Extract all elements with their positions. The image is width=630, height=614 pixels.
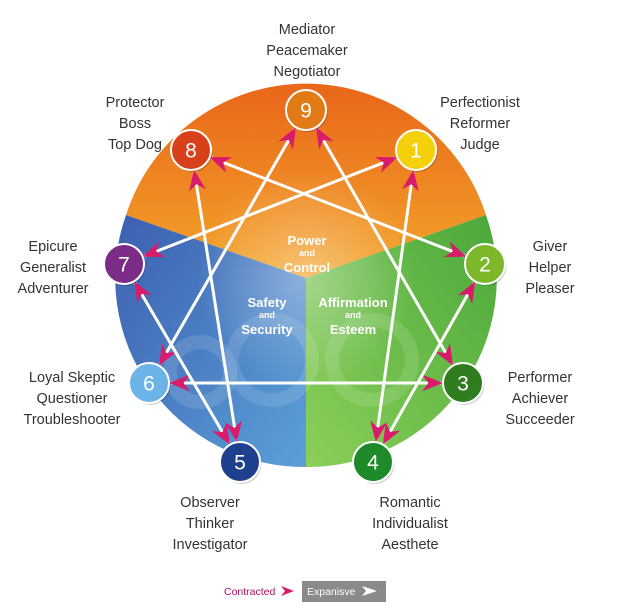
type-8-label-1: Protector [106, 95, 165, 111]
point-circle-4 [352, 441, 394, 483]
point-circle-1 [395, 129, 437, 171]
point-number-9: 9 [300, 100, 312, 123]
svg-text:and: and [259, 310, 275, 320]
type-7-label-3: Adventurer [18, 281, 89, 297]
connection-arrows [133, 127, 476, 445]
type-6-label-1: Loyal Skeptic [29, 370, 115, 386]
type-point-9[interactable]: 9 [285, 89, 328, 132]
type-5-label-2: Thinker [186, 516, 235, 532]
point-number-2: 2 [479, 254, 491, 277]
type-1-label-1: Perfectionist [440, 95, 520, 111]
type-8-label-3: Top Dog [108, 137, 162, 153]
svg-text:Control: Control [284, 260, 330, 275]
type-2-label-1: Giver [533, 239, 568, 255]
type-9-label-3: Negotiator [274, 64, 341, 80]
point-circle-6 [128, 362, 170, 404]
type-3-label-1: Performer [508, 370, 573, 386]
type-2-label-3: Pleaser [525, 281, 574, 297]
point-number-8: 8 [185, 140, 197, 163]
legend-expansive-box [302, 581, 386, 602]
svg-text:Security: Security [241, 322, 293, 337]
legend-contracted-label: Contracted [224, 586, 276, 598]
point-circle-5 [219, 441, 261, 483]
connection-line-5-7 [133, 281, 231, 445]
type-point-6[interactable]: 6 [128, 362, 171, 405]
svg-text:Esteem: Esteem [330, 322, 376, 337]
svg-text:and: and [299, 248, 315, 258]
type-6-label-3: Troubleshooter [24, 412, 121, 428]
legend-expansive-label: Expanisve [307, 586, 356, 598]
type-points: 9 1 2 3 4 5 6 7 8 [103, 89, 507, 484]
point-number-6: 6 [143, 373, 155, 396]
svg-text:Safety: Safety [247, 295, 287, 310]
point-circle-9 [285, 89, 327, 131]
type-point-7[interactable]: 7 [103, 243, 146, 286]
type-4-label-3: Aesthete [381, 537, 438, 553]
point-number-5: 5 [234, 452, 246, 475]
type-5-label-1: Observer [180, 495, 240, 511]
legend-expansive-arrow-icon [362, 586, 377, 596]
legend: Contracted Expanisve [224, 581, 386, 602]
type-point-1[interactable]: 1 [395, 129, 438, 172]
type-point-2[interactable]: 2 [464, 243, 507, 286]
type-3-label-2: Achiever [512, 391, 569, 407]
legend-contracted-arrow-icon [281, 586, 294, 596]
type-8-label-2: Boss [119, 116, 151, 132]
connection-line-7-1 [142, 156, 398, 258]
svg-text:and: and [345, 310, 361, 320]
type-9-label-1: Mediator [279, 22, 336, 38]
type-9-label-2: Peacemaker [266, 43, 348, 59]
point-number-4: 4 [367, 452, 379, 475]
point-circle-8 [170, 129, 212, 171]
type-5-label-3: Investigator [173, 537, 248, 553]
svg-text:Affirmation: Affirmation [318, 295, 387, 310]
type-7-label-1: Epicure [28, 239, 77, 255]
type-1-label-2: Reformer [450, 116, 511, 132]
point-number-3: 3 [457, 373, 469, 396]
type-point-4[interactable]: 4 [352, 441, 395, 484]
type-6-label-2: Questioner [37, 391, 108, 407]
type-point-8[interactable]: 8 [170, 129, 213, 172]
type-4-label-1: Romantic [379, 495, 440, 511]
type-point-5[interactable]: 5 [219, 441, 262, 484]
point-circle-7 [103, 243, 145, 285]
type-2-label-2: Helper [529, 260, 572, 276]
type-1-label-3: Judge [460, 137, 500, 153]
svg-text:Power: Power [287, 233, 326, 248]
connection-line-4-2 [382, 281, 476, 445]
type-4-label-2: Individualist [372, 516, 448, 532]
type-3-label-3: Succeeder [505, 412, 574, 428]
type-point-3[interactable]: 3 [442, 362, 485, 405]
point-circle-2 [464, 243, 506, 285]
point-number-1: 1 [410, 140, 422, 163]
point-number-7: 7 [118, 254, 130, 277]
type-labels: MediatorPeacemakerNegotiatorPerfectionis… [18, 22, 575, 553]
point-circle-3 [442, 362, 484, 404]
type-7-label-2: Generalist [20, 260, 86, 276]
